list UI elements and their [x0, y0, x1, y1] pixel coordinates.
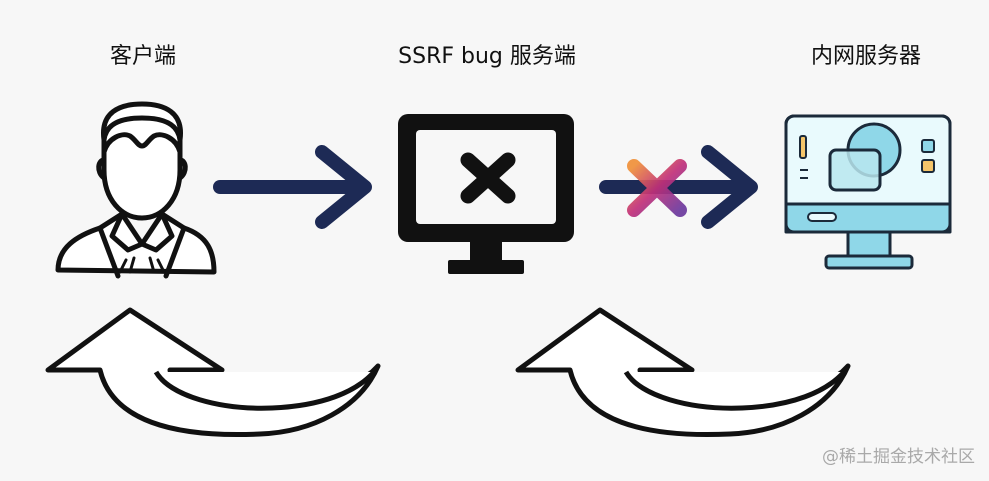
user-icon — [55, 101, 217, 279]
internal-server-label: 内网服务器 — [810, 44, 922, 69]
server-monitor-icon — [784, 114, 952, 270]
request-arrow — [213, 145, 372, 229]
blocked-cross-icon — [627, 159, 687, 217]
monitor-x-icon — [398, 114, 574, 274]
client-label: 客户端 — [109, 44, 177, 69]
return-arrow-right — [515, 307, 851, 438]
forward-arrow — [599, 145, 758, 229]
return-arrow-left — [45, 307, 381, 438]
watermark: @稀土掘金技术社区 — [822, 447, 975, 467]
ssrf-server-label: SSRF bug 服务端 — [398, 44, 576, 69]
